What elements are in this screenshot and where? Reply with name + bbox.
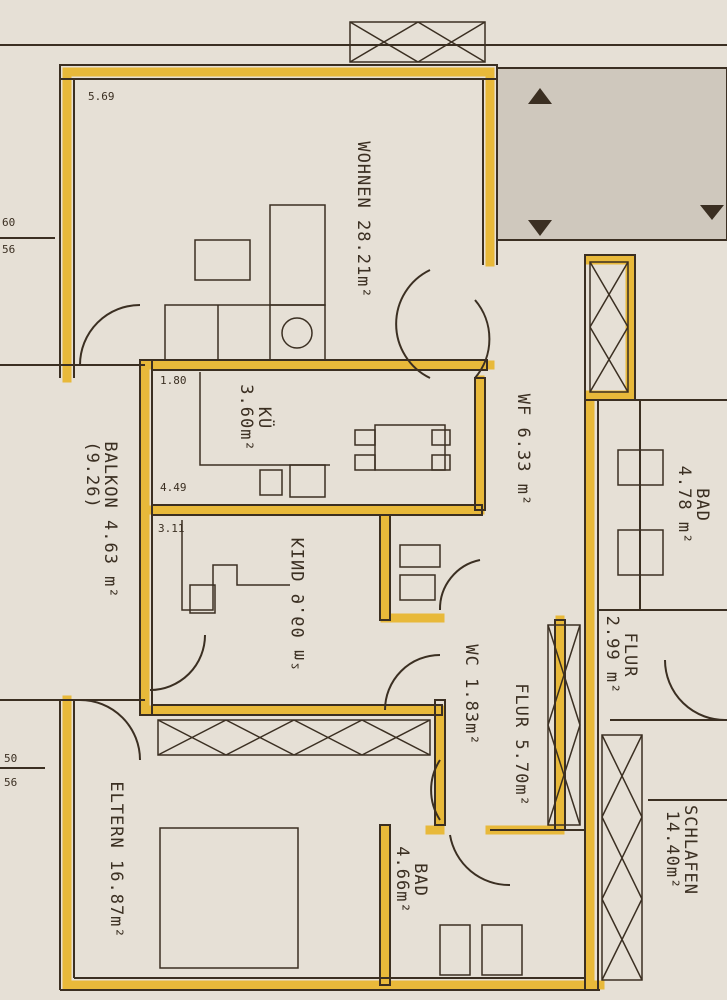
room-area: 9.60 m² bbox=[289, 593, 310, 673]
room-label-wf: WF 6.33 m² bbox=[512, 393, 533, 507]
room-area: 2.99 m² bbox=[602, 615, 622, 695]
dimension-label: 56 bbox=[2, 243, 16, 256]
room-name: KÜ bbox=[253, 406, 274, 430]
furniture bbox=[159, 204, 664, 976]
dimension-label: 50 bbox=[4, 752, 18, 765]
room-area: 5.70m² bbox=[510, 739, 531, 807]
dimension-label: 3.11 bbox=[158, 522, 185, 535]
room-area: 1.83m² bbox=[460, 678, 481, 746]
room-label-eltern: ELTERN 16.87m² bbox=[105, 781, 126, 939]
wall-lines bbox=[0, 44, 727, 991]
dimension-label: 56 bbox=[4, 776, 18, 789]
room-name: BAD bbox=[409, 863, 430, 897]
room-area: 3.60m² bbox=[236, 384, 256, 452]
room-label-kind: KIND 9.60 m² bbox=[289, 537, 310, 673]
room-name: WOHNEN bbox=[352, 141, 373, 209]
stair-arrows bbox=[528, 88, 724, 236]
dimension-label: 1.80 bbox=[160, 374, 187, 387]
wardrobes bbox=[157, 21, 643, 981]
room-note: (9.26) bbox=[82, 441, 102, 509]
room-name: WF bbox=[512, 393, 533, 417]
dimension-label: 5.69 bbox=[88, 90, 115, 103]
room-name: KIND bbox=[289, 537, 310, 583]
room-name: SCHLAFEN bbox=[679, 805, 700, 895]
room-area: 6.33 m² bbox=[512, 427, 533, 507]
room-name: FLUR bbox=[510, 683, 531, 729]
room-label-wohnen: WOHNEN 28.21m² bbox=[352, 141, 373, 299]
room-name: FLUR bbox=[619, 632, 640, 678]
room-area: 4.66m² bbox=[392, 846, 412, 914]
doors bbox=[79, 269, 727, 887]
room-label-flur: FLUR 5.70m² bbox=[510, 683, 531, 807]
room-area: 28.21m² bbox=[352, 220, 373, 299]
room-area: 4.78 m² bbox=[674, 465, 694, 545]
stairwell bbox=[496, 67, 727, 241]
room-label-balkon: BALKON 4.63 m²(9.26) bbox=[82, 441, 120, 599]
room-name-area: BALKON 4.63 m² bbox=[99, 441, 120, 599]
room-label-wc: WC 1.83m² bbox=[460, 644, 481, 746]
room-name: WC bbox=[460, 644, 481, 667]
dimension-label: 4.49 bbox=[160, 481, 187, 494]
dimension-label: 60 bbox=[2, 216, 16, 229]
room-name: BALKON bbox=[99, 441, 120, 509]
room-area: 4.63 m² bbox=[99, 520, 120, 599]
room-name: BAD bbox=[691, 488, 712, 522]
room-area: 14.40m² bbox=[662, 810, 682, 890]
room-name: ELTERN bbox=[105, 781, 126, 849]
room-area: 16.87m² bbox=[105, 860, 126, 939]
